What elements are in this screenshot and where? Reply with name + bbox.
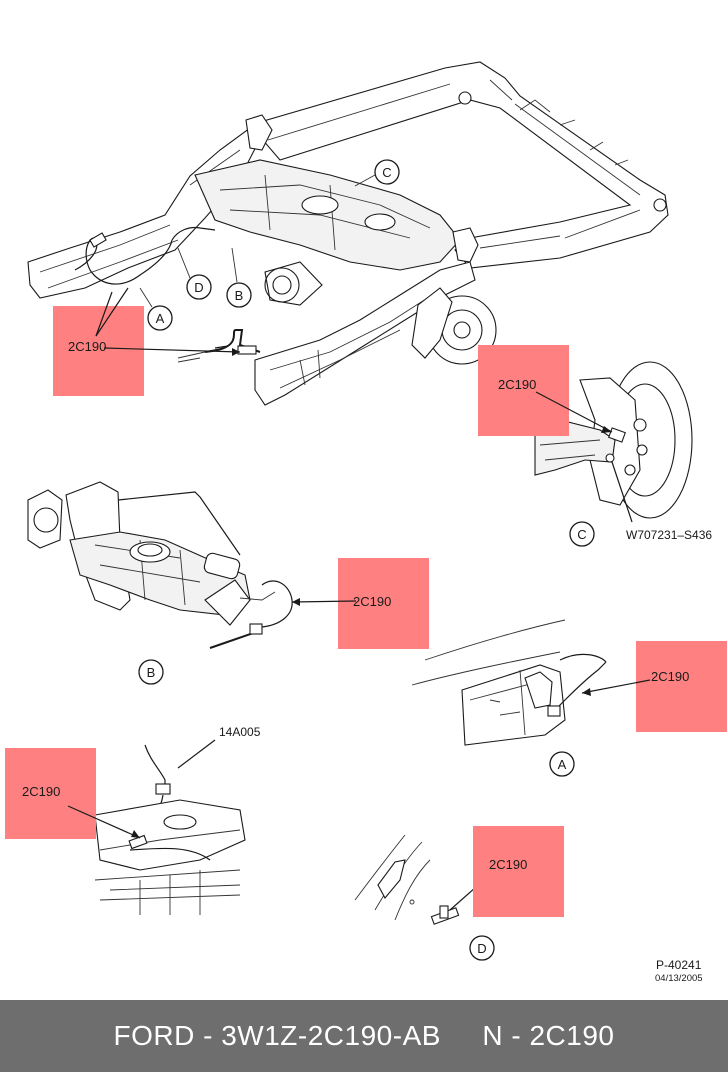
svg-text:B: B [235, 288, 244, 303]
highlight-b [338, 558, 429, 649]
svg-text:D: D [477, 941, 486, 956]
part-label-main: 2C190 [68, 339, 106, 354]
highlight-a [636, 641, 727, 732]
callout-a-main: A [139, 287, 173, 331]
subframe-assembly [27, 61, 669, 406]
callout-d-detail: D [469, 935, 495, 961]
callout-b-detail: B [138, 659, 164, 685]
connector-label: 14A005 [219, 725, 261, 739]
svg-text:C: C [577, 527, 586, 542]
footer-spacer [441, 1020, 482, 1052]
part-label-c: 2C190 [498, 377, 536, 392]
callout-d-main: D [177, 247, 212, 300]
part-label-d: 2C190 [489, 857, 527, 872]
leader-a [581, 679, 651, 694]
svg-text:B: B [147, 665, 156, 680]
figure-id: P-40241 [656, 958, 702, 972]
bolt-label: W707231–S436 [626, 528, 712, 542]
leader-c [535, 391, 613, 433]
svg-text:C: C [382, 165, 391, 180]
highlight-main [53, 306, 144, 396]
detail-a-rail [411, 619, 607, 746]
svg-text:A: A [156, 311, 165, 326]
footer-bar: FORD - 3W1Z-2C190-AB N - 2C190 [0, 1000, 728, 1072]
highlight-d [473, 826, 564, 917]
svg-text:A: A [558, 757, 567, 772]
part-label-b: 2C190 [353, 594, 391, 609]
leader-left [67, 805, 141, 839]
part-label-a: 2C190 [651, 669, 689, 684]
highlight-left [5, 748, 96, 839]
detail-c-hub [534, 361, 693, 523]
detail-connector [94, 739, 246, 915]
part-label-left: 2C190 [22, 784, 60, 799]
callout-c-detail: C [569, 521, 595, 547]
footer-part-number: FORD - 3W1Z-2C190-AB [113, 1020, 441, 1051]
svg-text:D: D [194, 280, 203, 295]
parts-diagram: C D B A 2C190 2C190 W707 [5, 61, 727, 984]
highlight-c [478, 345, 569, 436]
footer-reference: N - 2C190 [482, 1020, 615, 1051]
callout-b-main: B [226, 247, 252, 308]
callout-a-detail: A [549, 751, 575, 777]
figure-date: 04/13/2005 [655, 973, 703, 984]
detail-d-bracket [354, 834, 494, 925]
detail-b-axle [27, 481, 293, 649]
leader-main [95, 287, 241, 356]
leader-b [291, 600, 357, 603]
callout-c-main: C [354, 159, 400, 187]
